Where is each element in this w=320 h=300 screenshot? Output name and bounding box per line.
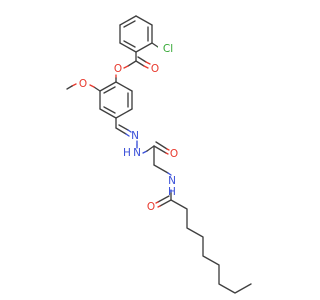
hydrazide-hydrogen-label: H bbox=[123, 147, 131, 159]
structure-diagram: Cl O O O N N H O N H O bbox=[66, 15, 252, 294]
amide-hydrogen-label: H bbox=[168, 186, 176, 198]
c-cl-bond bbox=[151, 42, 159, 48]
ch2-nh-bond bbox=[153, 164, 169, 174]
nh-carbonyl-bond bbox=[142, 150, 148, 154]
decyl-chain bbox=[170, 199, 252, 294]
amide-c-o-double-a bbox=[159, 199, 172, 207]
ester-c-o-double-b bbox=[137, 56, 147, 63]
ch-n-double-b bbox=[118, 124, 129, 131]
chlorine-label: Cl bbox=[163, 43, 173, 55]
hydrazone-nitrogen-1-label: N bbox=[131, 130, 139, 142]
amide-c-o-double-b bbox=[157, 195, 170, 203]
hydrazone-nitrogen-2-label: N bbox=[133, 147, 141, 159]
methoxyphenyl-ring bbox=[99, 81, 133, 119]
ester-c-o-double-a bbox=[135, 60, 145, 67]
amide-oxygen-label: O bbox=[147, 201, 155, 213]
hydrazide-c-o-double-b bbox=[155, 141, 168, 150]
methoxy-oxygen-label: O bbox=[79, 78, 87, 90]
methoxy-methyl-bond bbox=[66, 85, 73, 90]
chlorobenzene-ring bbox=[119, 15, 153, 53]
molecule-drawing: Cl O O O N N H O N H O bbox=[66, 15, 252, 294]
ester-oxygen-label: O bbox=[114, 63, 122, 75]
ch-n-double-a bbox=[115, 127, 127, 135]
aryl-o-methoxy-bond bbox=[93, 86, 101, 92]
ester-carbonyl-oxygen-label: O bbox=[151, 63, 159, 75]
hydrazide-oxygen-label: O bbox=[170, 148, 178, 160]
ester-c-o-single bbox=[127, 60, 137, 67]
hydrazide-c-o-double-a bbox=[153, 145, 167, 154]
amide-nitrogen-label: N bbox=[168, 175, 176, 187]
